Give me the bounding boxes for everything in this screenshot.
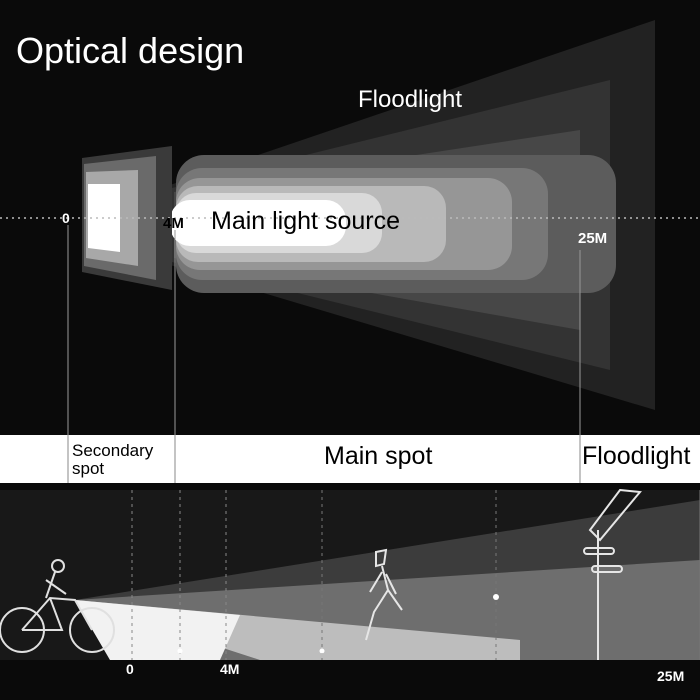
page-title: Optical design [16, 30, 245, 71]
road-beam-core [75, 600, 240, 660]
floodlight-zone-label: Floodlight [582, 442, 691, 470]
cyclist-icon [0, 559, 115, 653]
main-spot-label: Main spot [324, 442, 433, 470]
floodlight-label: Floodlight [358, 86, 463, 113]
marker-4m-label: 4M [163, 215, 184, 232]
scene-axis-25m: 25M [657, 668, 685, 684]
marker-0-label: 0 [62, 210, 70, 226]
pedestrian-icon [365, 548, 403, 641]
beam-diagram [0, 20, 700, 435]
marker-25m-label: 25M [578, 230, 608, 247]
scene-axis-4m: 4M [220, 661, 240, 677]
secondary-spot-label: Secondary spot [72, 442, 153, 478]
zone-band [0, 435, 700, 483]
scene-axis-0: 0 [126, 661, 134, 677]
secondary-spot-text: Secondary spot [72, 441, 154, 478]
main-light-source-label: Main light source [211, 207, 400, 235]
signpost-icon [583, 488, 642, 660]
main-beam-core [170, 200, 346, 246]
